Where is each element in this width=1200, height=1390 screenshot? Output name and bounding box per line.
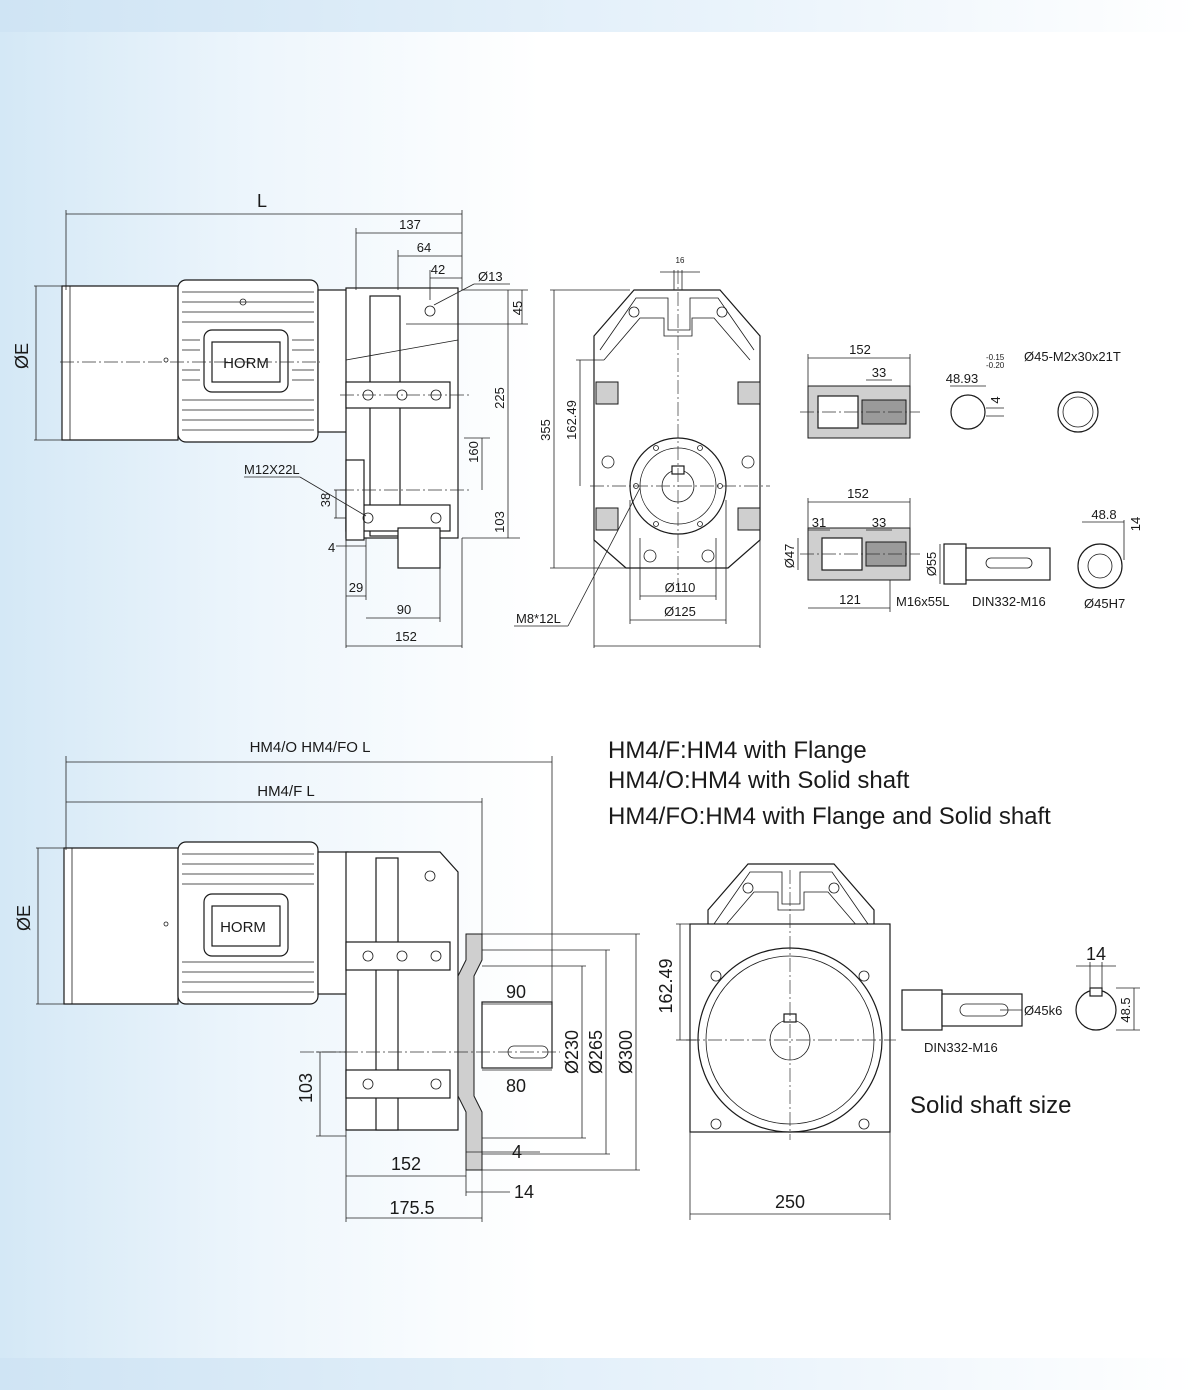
dim-d47: Ø47 xyxy=(782,544,797,569)
legend: HM4/F:HM4 with Flange HM4/O:HM4 with Sol… xyxy=(608,737,1051,830)
solid-shaft-shoulder xyxy=(943,543,967,585)
dim-42: 42 xyxy=(431,262,445,277)
side-view-bottom: HORM HM4/O HM4/FO L HM4/F L ØE 90 80 Ø xyxy=(14,739,640,1222)
dim-t33: 33 xyxy=(872,365,886,380)
bottom-gradient-band xyxy=(0,1358,1200,1390)
dim-4: 4 xyxy=(328,540,335,555)
label-din332: DIN332-M16 xyxy=(972,594,1046,609)
dim-48-93: 48.93 xyxy=(946,371,979,386)
label-d45k6: Ø45k6 xyxy=(1024,1003,1062,1018)
dim-103-b: 103 xyxy=(296,1073,316,1103)
dim-14-c: 14 xyxy=(1086,944,1106,964)
label-m12x22l: M12X22L xyxy=(244,462,300,477)
legend-line-1: HM4/F:HM4 with Flange xyxy=(608,737,867,764)
dim-137: 137 xyxy=(399,217,421,232)
motor-flange xyxy=(317,289,349,433)
dim-160: 160 xyxy=(466,441,481,463)
dim-45: 45 xyxy=(510,301,525,315)
dim-L: L xyxy=(257,191,267,211)
dim-152: 152 xyxy=(395,629,417,644)
motor-end-cap-2 xyxy=(63,847,179,1005)
dim-48-8: 48.8 xyxy=(1091,507,1116,522)
front-view-bottom: 162.49 250 Ø45k6 DIN332-M16 14 48.5 Soli… xyxy=(656,863,1140,1220)
dim-152-b: 152 xyxy=(391,1154,421,1174)
top-gradient-band xyxy=(0,0,1200,32)
front-view-top: 16 355 162.49 Ø110 Ø125 M8*12L xyxy=(514,256,770,648)
dim-80: 80 xyxy=(506,1076,526,1096)
dim-t4: 4 xyxy=(988,396,1003,403)
dim-d230: Ø230 xyxy=(562,1030,582,1074)
dim-b14: 14 xyxy=(1128,517,1143,531)
dim-48-5: 48.5 xyxy=(1118,997,1133,1022)
label-m16x55l: M16x55L xyxy=(896,594,949,609)
label-d45h7: Ø45H7 xyxy=(1084,596,1125,611)
dim-355: 355 xyxy=(538,419,553,441)
shaft-details: 152 33 48.93 -0.15 -0.20 4 Ø45-M2x30x21T… xyxy=(782,342,1143,612)
label-spline-spec: Ø45-M2x30x21T xyxy=(1024,349,1121,364)
dim-b152: 152 xyxy=(847,486,869,501)
dim-d265: Ø265 xyxy=(586,1030,606,1074)
caption-solid-shaft-size: Solid shaft size xyxy=(910,1092,1071,1119)
shaft-keyed-end xyxy=(950,394,986,430)
legend-line-2: HM4/O:HM4 with Solid shaft xyxy=(608,767,910,794)
dim-250: 250 xyxy=(775,1192,805,1212)
dim-t152: 152 xyxy=(849,342,871,357)
output-hub xyxy=(397,527,441,569)
dim-162-49-b: 162.49 xyxy=(656,958,676,1013)
side-view-top: HORM L 137 64 42 Ø13 45 xyxy=(12,191,528,648)
dim-d125: Ø125 xyxy=(664,604,696,619)
dim-d55: Ø55 xyxy=(924,552,939,577)
dim-b121: 121 xyxy=(839,592,861,607)
brand-label: HORM xyxy=(223,355,269,372)
dim-38: 38 xyxy=(318,493,333,507)
dim-90: 90 xyxy=(397,602,411,617)
motor-end-cap xyxy=(61,285,179,441)
dim-d300: Ø300 xyxy=(616,1030,636,1074)
shaft-shoulder-b xyxy=(901,989,943,1031)
dim-hole-13: Ø13 xyxy=(478,269,503,284)
brand-label-2: HORM xyxy=(220,919,266,936)
dim-dE-2: ØE xyxy=(14,905,34,931)
dim-103: 103 xyxy=(492,511,507,533)
dim-b33: 33 xyxy=(872,515,886,530)
dim-16: 16 xyxy=(676,256,685,265)
dim-4-b: 4 xyxy=(512,1142,522,1162)
legend-line-3: HM4/FO:HM4 with Flange and Solid shaft xyxy=(608,803,1051,830)
label-din332-b: DIN332-M16 xyxy=(924,1040,998,1055)
tol-upper: -0.15 xyxy=(986,353,1005,362)
dim-64: 64 xyxy=(417,240,431,255)
label-m8x12l: M8*12L xyxy=(516,611,561,626)
dim-162-49: 162.49 xyxy=(564,400,579,440)
dim-225: 225 xyxy=(492,387,507,409)
spline-profile xyxy=(1057,391,1099,433)
dim-L-o-fo: HM4/O HM4/FO L xyxy=(250,739,371,756)
solid-output-shaft xyxy=(481,1001,553,1069)
bore-profile xyxy=(1077,543,1123,589)
dim-L-f: HM4/F L xyxy=(257,783,315,800)
dim-14-b: 14 xyxy=(514,1182,534,1202)
dim-90-b: 90 xyxy=(506,982,526,1002)
dim-dE: ØE xyxy=(12,343,32,369)
gearbox-housing xyxy=(345,287,459,539)
dim-d110: Ø110 xyxy=(665,580,696,595)
tol-lower: -0.20 xyxy=(986,361,1005,370)
dim-b31: 31 xyxy=(812,515,826,530)
dim-29: 29 xyxy=(349,580,363,595)
dim-175-5: 175.5 xyxy=(389,1198,434,1218)
